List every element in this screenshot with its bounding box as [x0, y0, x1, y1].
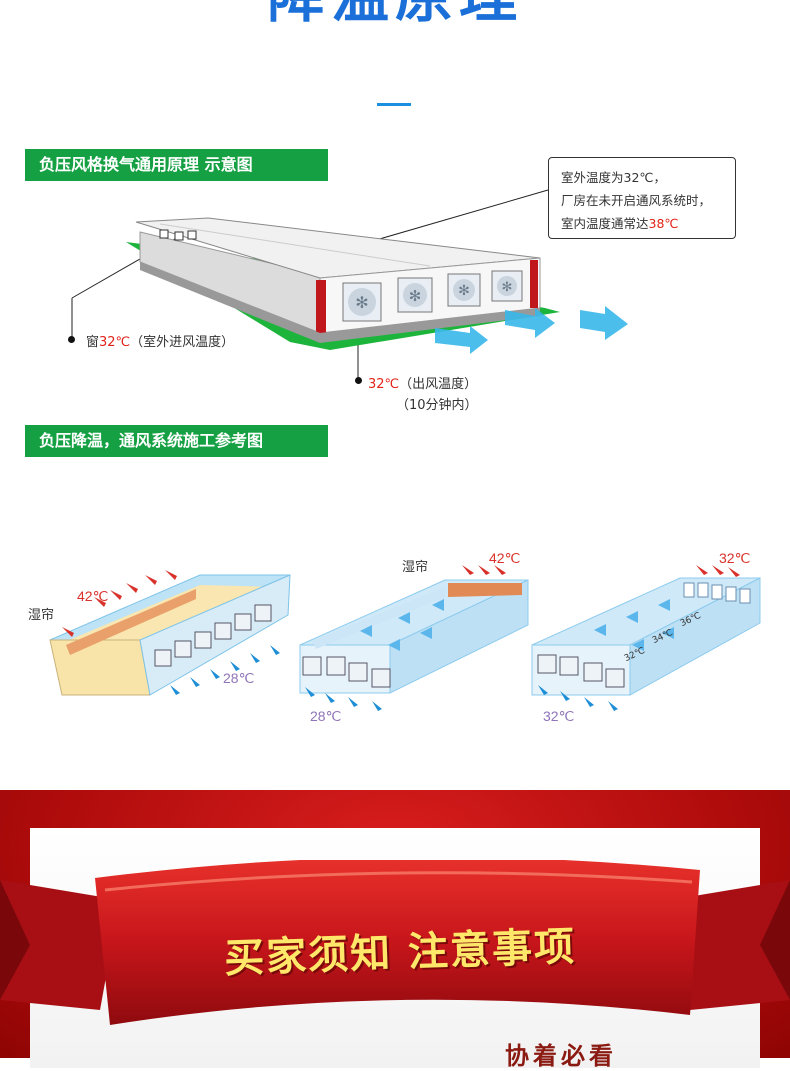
- exit-dot: [355, 377, 362, 384]
- diagram-3-fans: [537, 654, 625, 688]
- window-label-suffix: （室外进风温度）: [130, 335, 235, 350]
- diagram-1-fans: [154, 604, 272, 667]
- exit-label-line2: （10分钟内）: [396, 398, 478, 413]
- diagram-1: [49, 570, 291, 696]
- svg-text:✻: ✻: [409, 287, 422, 305]
- diagram-1-hot-arrows: [62, 570, 177, 637]
- airflow-arrow-3: [580, 306, 628, 340]
- svg-text:✻: ✻: [502, 280, 513, 295]
- diagram-3-windows: [683, 582, 751, 604]
- diagram-2-hot-arrows: [462, 565, 506, 575]
- airflow-arrow-1: [435, 326, 488, 354]
- diagram-2-inlet-temp: 42℃: [489, 550, 521, 566]
- ribbon-tail-left: [0, 880, 120, 1010]
- section2-banner: 负压降温，通风系统施工参考图: [25, 425, 328, 457]
- barn-window-2: [174, 231, 184, 241]
- note-line-3-temp: 38℃: [648, 216, 679, 231]
- ribbon-tail-right: [670, 880, 790, 1010]
- svg-text:✻: ✻: [458, 283, 470, 299]
- window-label: 窗32℃（室外进风温度）: [86, 331, 234, 350]
- diagram-3-inlet-temp: 32℃: [719, 550, 751, 566]
- barn-window-3: [187, 230, 197, 240]
- ribbon-main: [95, 860, 700, 1025]
- note-line-1: 室外温度为32℃，: [561, 170, 666, 185]
- diagram-3-inner-arrows: [594, 599, 674, 651]
- exhaust-fan-3: ✻: [447, 273, 481, 307]
- note-line-2: 厂房在未开启通风系统时，: [561, 193, 712, 208]
- diagram-2-curtain-label: 湿帘: [402, 560, 429, 575]
- note-line-3: 室内温度通常达38℃: [561, 212, 735, 235]
- section1-banner: 负压风格换气通用原理 示意图: [25, 149, 328, 181]
- svg-text:✻: ✻: [355, 293, 368, 312]
- barn-base: [140, 262, 540, 343]
- barn-post-left: [316, 280, 326, 336]
- diagram-1-curtain-label: 湿帘: [28, 608, 55, 623]
- diagram-1-inlet-temp: 42℃: [77, 588, 109, 604]
- barn-post-right: [530, 260, 538, 308]
- diagram-3: [531, 565, 761, 711]
- diagram-2-outlet-temp: 28℃: [310, 708, 342, 724]
- airflow-arrow-2: [505, 308, 555, 338]
- diagram-3-cool-arrows: [538, 685, 618, 711]
- page-heading: 降温原理: [0, 0, 790, 26]
- barn-illustration: ✻ ✻ ✻ ✻: [71, 189, 628, 380]
- notice-subtitle-partial: 协着必看: [505, 1041, 617, 1070]
- window-dot: [68, 336, 75, 343]
- diagram-3-outlet-temp: 32℃: [543, 708, 575, 724]
- window-label-prefix: 窗: [86, 335, 100, 350]
- ventilation-diagrams: [49, 565, 761, 711]
- diagram-2: [299, 565, 529, 711]
- exit-label-temp: 32℃: [368, 377, 400, 392]
- diagram-3-hot-arrows: [696, 565, 740, 577]
- exhaust-fan-4: ✻: [491, 270, 523, 302]
- exhaust-fan-2: ✻: [397, 277, 433, 313]
- diagram-2-fans: [302, 656, 391, 688]
- ribbon-banner: [0, 860, 790, 1025]
- temperature-note: 室外温度为32℃， 厂房在未开启通风系统时， 室内温度通常达38℃: [548, 157, 736, 239]
- diagram-1-cool-arrows: [170, 645, 280, 695]
- note-line-3-prefix: 室内温度通常达: [561, 216, 649, 231]
- exit-label-suffix: （出风温度）: [399, 377, 478, 392]
- exit-label: 32℃（出风温度）: [368, 373, 477, 392]
- heading-underline: [377, 103, 411, 106]
- barn-window-1: [159, 229, 169, 239]
- window-label-temp: 32℃: [99, 335, 131, 350]
- diagram-2-cool-arrows: [305, 687, 382, 711]
- diagram-2-inner-arrows: [360, 599, 444, 651]
- diagram-1-outlet-temp: 28℃: [223, 670, 255, 686]
- exhaust-fan-1: ✻: [342, 282, 382, 322]
